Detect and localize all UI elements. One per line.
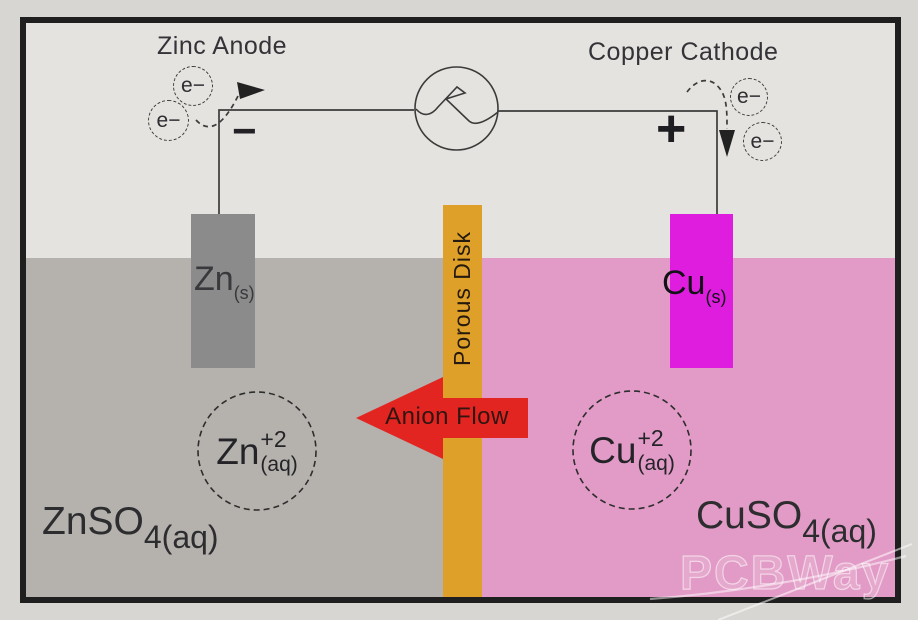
zinc-formula-subscript: 4(aq) <box>143 519 219 555</box>
electron-label: e− <box>156 108 181 132</box>
copper-electrode <box>670 214 733 368</box>
porous-disk-label: Porous Disk <box>449 231 475 367</box>
copper-ion-label: Cu +2 (aq) <box>573 391 691 509</box>
zinc-electrode <box>191 214 255 368</box>
electron-icon: e− <box>148 100 189 141</box>
copper-symbol: Cu <box>662 264 706 302</box>
electron-icon: e− <box>730 78 768 116</box>
copper-ion-charge: +2 <box>637 424 664 451</box>
electron-icon: e− <box>743 122 782 161</box>
zinc-ion-state: (aq) <box>260 452 298 476</box>
copper-ion-state: (aq) <box>637 451 675 475</box>
electron-label: e− <box>737 85 761 108</box>
anion-flow-label: Anion Flow <box>385 403 509 430</box>
copper-formula: CuSO <box>696 494 803 537</box>
zinc-ion-charge: +2 <box>260 425 287 452</box>
copper-solution-label: CuSO4(aq) <box>696 494 877 547</box>
copper-ion-symbol: Cu <box>589 429 637 471</box>
zinc-ion-symbol: Zn <box>216 430 260 472</box>
zinc-solution-label: ZnSO4(aq) <box>42 500 219 553</box>
zinc-ion-label: Zn +2 (aq) <box>198 392 316 510</box>
zinc-formula: ZnSO <box>42 500 144 543</box>
electron-label: e− <box>181 74 205 97</box>
copper-state: (s) <box>705 287 727 307</box>
zinc-electrode-label: Zn(s) <box>194 260 255 302</box>
copper-electrode-label: Cu(s) <box>662 264 726 306</box>
zinc-symbol: Zn <box>194 260 234 298</box>
minus-terminal-label: − <box>232 107 257 154</box>
watermark: PCBWay <box>679 546 891 600</box>
copper-formula-subscript: 4(aq) <box>802 513 877 549</box>
electron-label: e− <box>750 129 775 153</box>
plus-terminal-label: + <box>656 100 687 158</box>
electron-icon: e− <box>173 66 213 106</box>
copper-cathode-title: Copper Cathode <box>588 38 779 66</box>
zinc-anode-title: Zinc Anode <box>157 32 288 60</box>
zinc-state: (s) <box>233 283 255 303</box>
